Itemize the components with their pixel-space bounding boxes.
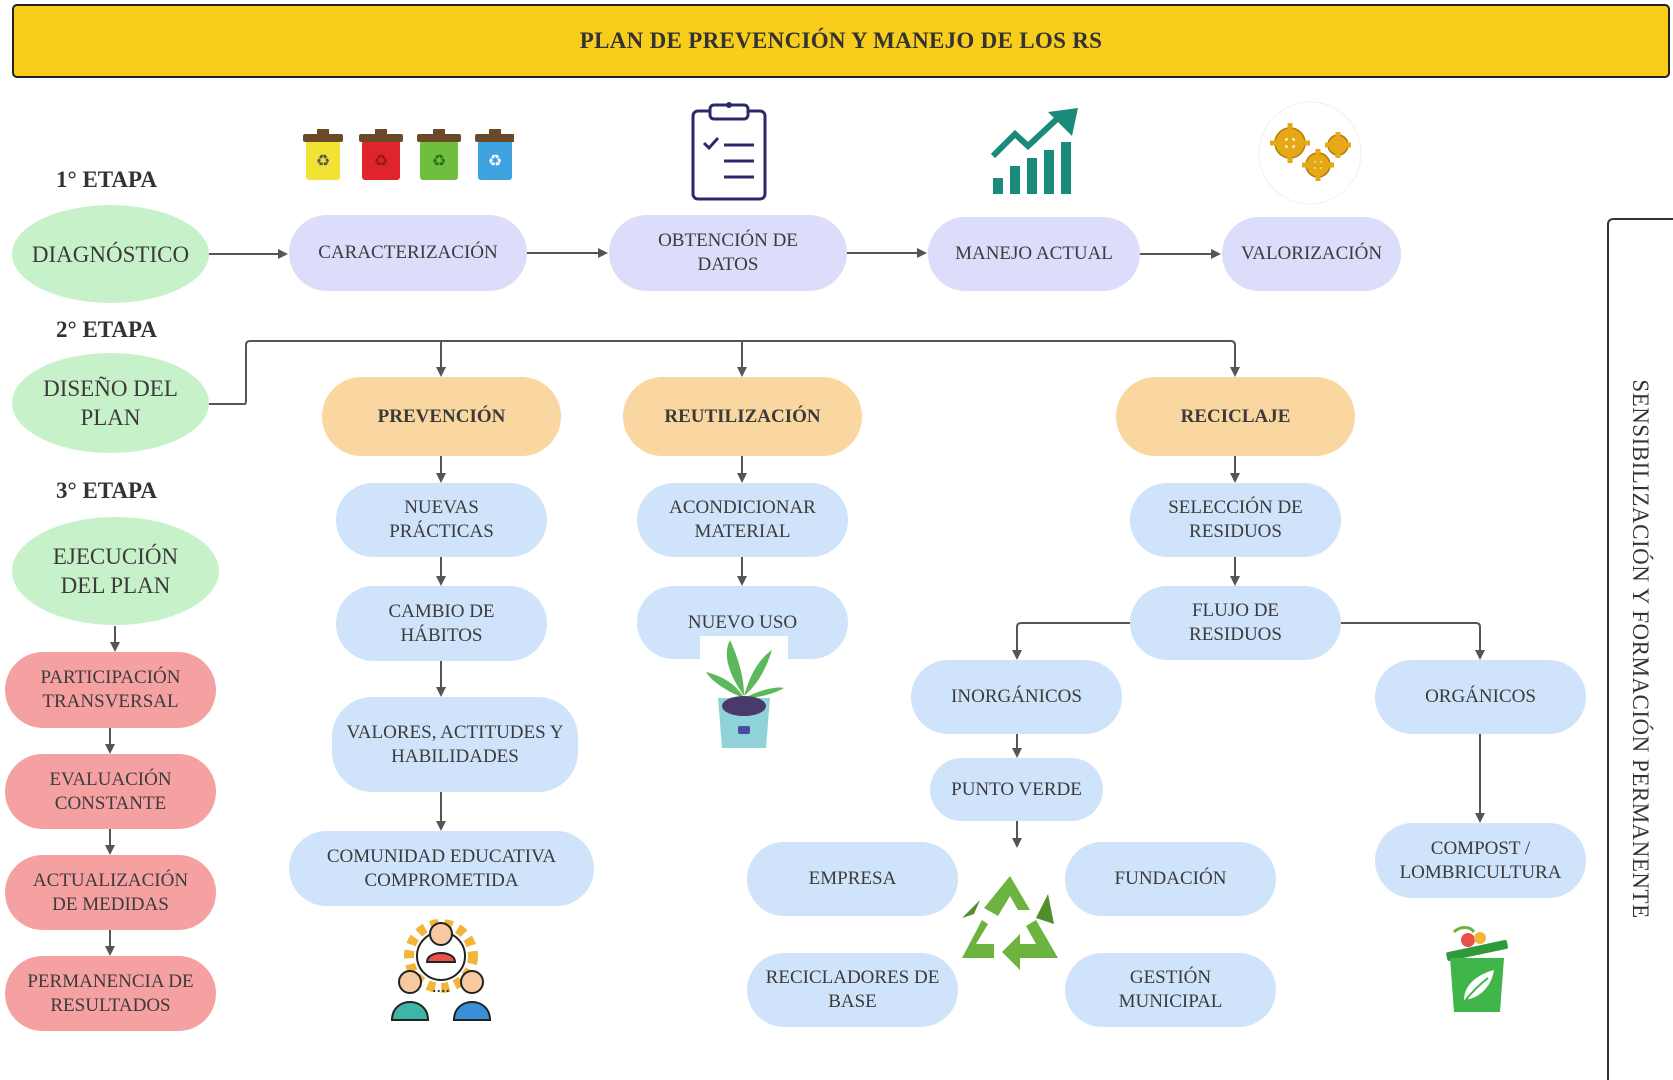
node-punto-verde: PUNTO VERDE (930, 758, 1103, 821)
svg-text:♻: ♻ (432, 153, 446, 170)
stage-3-label: 3° ETAPA (56, 478, 157, 503)
node-nuevas-practicas: NUEVAS PRÁCTICAS (336, 483, 547, 557)
node-empresa: EMPRESA (747, 842, 958, 916)
node-diagnostico: DIAGNÓSTICO (12, 205, 209, 303)
stage-1-label: 1° ETAPA (56, 167, 157, 192)
recycle-arrows-icon (962, 876, 1058, 970)
node-flujo-residuos: FLUJO DE RESIDUOS (1130, 586, 1341, 660)
node-valores-actitudes: VALORES, ACTITUDES Y HABILIDADES (332, 697, 578, 792)
node-reciclaje: RECICLAJE (1116, 377, 1355, 456)
node-recicladores-base: RECICLADORES DE BASE (747, 953, 958, 1027)
node-participacion: PARTICIPACIÓN TRANSVERSAL (5, 652, 216, 728)
node-prevencion: PREVENCIÓN (322, 377, 561, 456)
node-gestion-municipal: GESTIÓN MUNICIPAL (1065, 953, 1276, 1027)
potted-plant-icon (700, 636, 788, 752)
node-organicos: ORGÁNICOS (1375, 660, 1586, 734)
clipboard-checklist-icon (691, 102, 767, 201)
node-caracterizacion: CARACTERIZACIÓN (289, 215, 527, 291)
node-seleccion-residuos: SELECCIÓN DE RESIDUOS (1130, 483, 1341, 557)
node-compost: COMPOST / LOMBRICULTURA (1375, 823, 1586, 898)
svg-text:♻: ♻ (316, 153, 330, 170)
organic-bin-icon (1446, 926, 1508, 1012)
community-people-icon: .... (390, 919, 492, 1021)
side-label: SENSIBILIZACIÓN Y FORMACIÓN PERMANENTE (1628, 379, 1653, 919)
side-frame (1607, 218, 1673, 1080)
node-comunidad-educativa: COMUNIDAD EDUCATIVA COMPROMETIDA (289, 831, 594, 906)
node-manejo-actual: MANEJO ACTUAL (928, 217, 1140, 291)
node-valorizacion: VALORIZACIÓN (1222, 217, 1401, 291)
recycling-bins-icon: ♻ ♻ ♻ ♻ (303, 129, 514, 180)
node-ejecucion-plan: EJECUCIÓN DEL PLAN (12, 517, 219, 625)
svg-text:....: .... (432, 976, 450, 996)
node-inorganicos: INORGÁNICOS (911, 660, 1122, 734)
svg-text:♻: ♻ (374, 153, 388, 170)
node-fundacion: FUNDACIÓN (1065, 842, 1276, 916)
diagram-title: PLAN DE PREVENCIÓN Y MANEJO DE LOS RS (12, 4, 1670, 78)
node-acondicionar-material: ACONDICIONAR MATERIAL (637, 483, 848, 557)
gears-icon (1258, 101, 1362, 205)
node-permanencia: PERMANENCIA DE RESULTADOS (5, 956, 216, 1031)
node-actualizacion: ACTUALIZACIÓN DE MEDIDAS (5, 855, 216, 930)
growth-chart-icon (990, 108, 1078, 194)
bus-diseno (209, 340, 1240, 405)
stage-2-label: 2° ETAPA (56, 317, 157, 342)
node-diseno-plan: DISEÑO DEL PLAN (12, 353, 209, 453)
node-evaluacion: EVALUACIÓN CONSTANTE (5, 754, 216, 829)
svg-text:♻: ♻ (488, 153, 502, 170)
node-reutilizacion: REUTILIZACIÓN (623, 377, 862, 456)
node-obtencion-datos: OBTENCIÓN DE DATOS (609, 215, 847, 291)
node-cambio-habitos: CAMBIO DE HÁBITOS (336, 586, 547, 661)
